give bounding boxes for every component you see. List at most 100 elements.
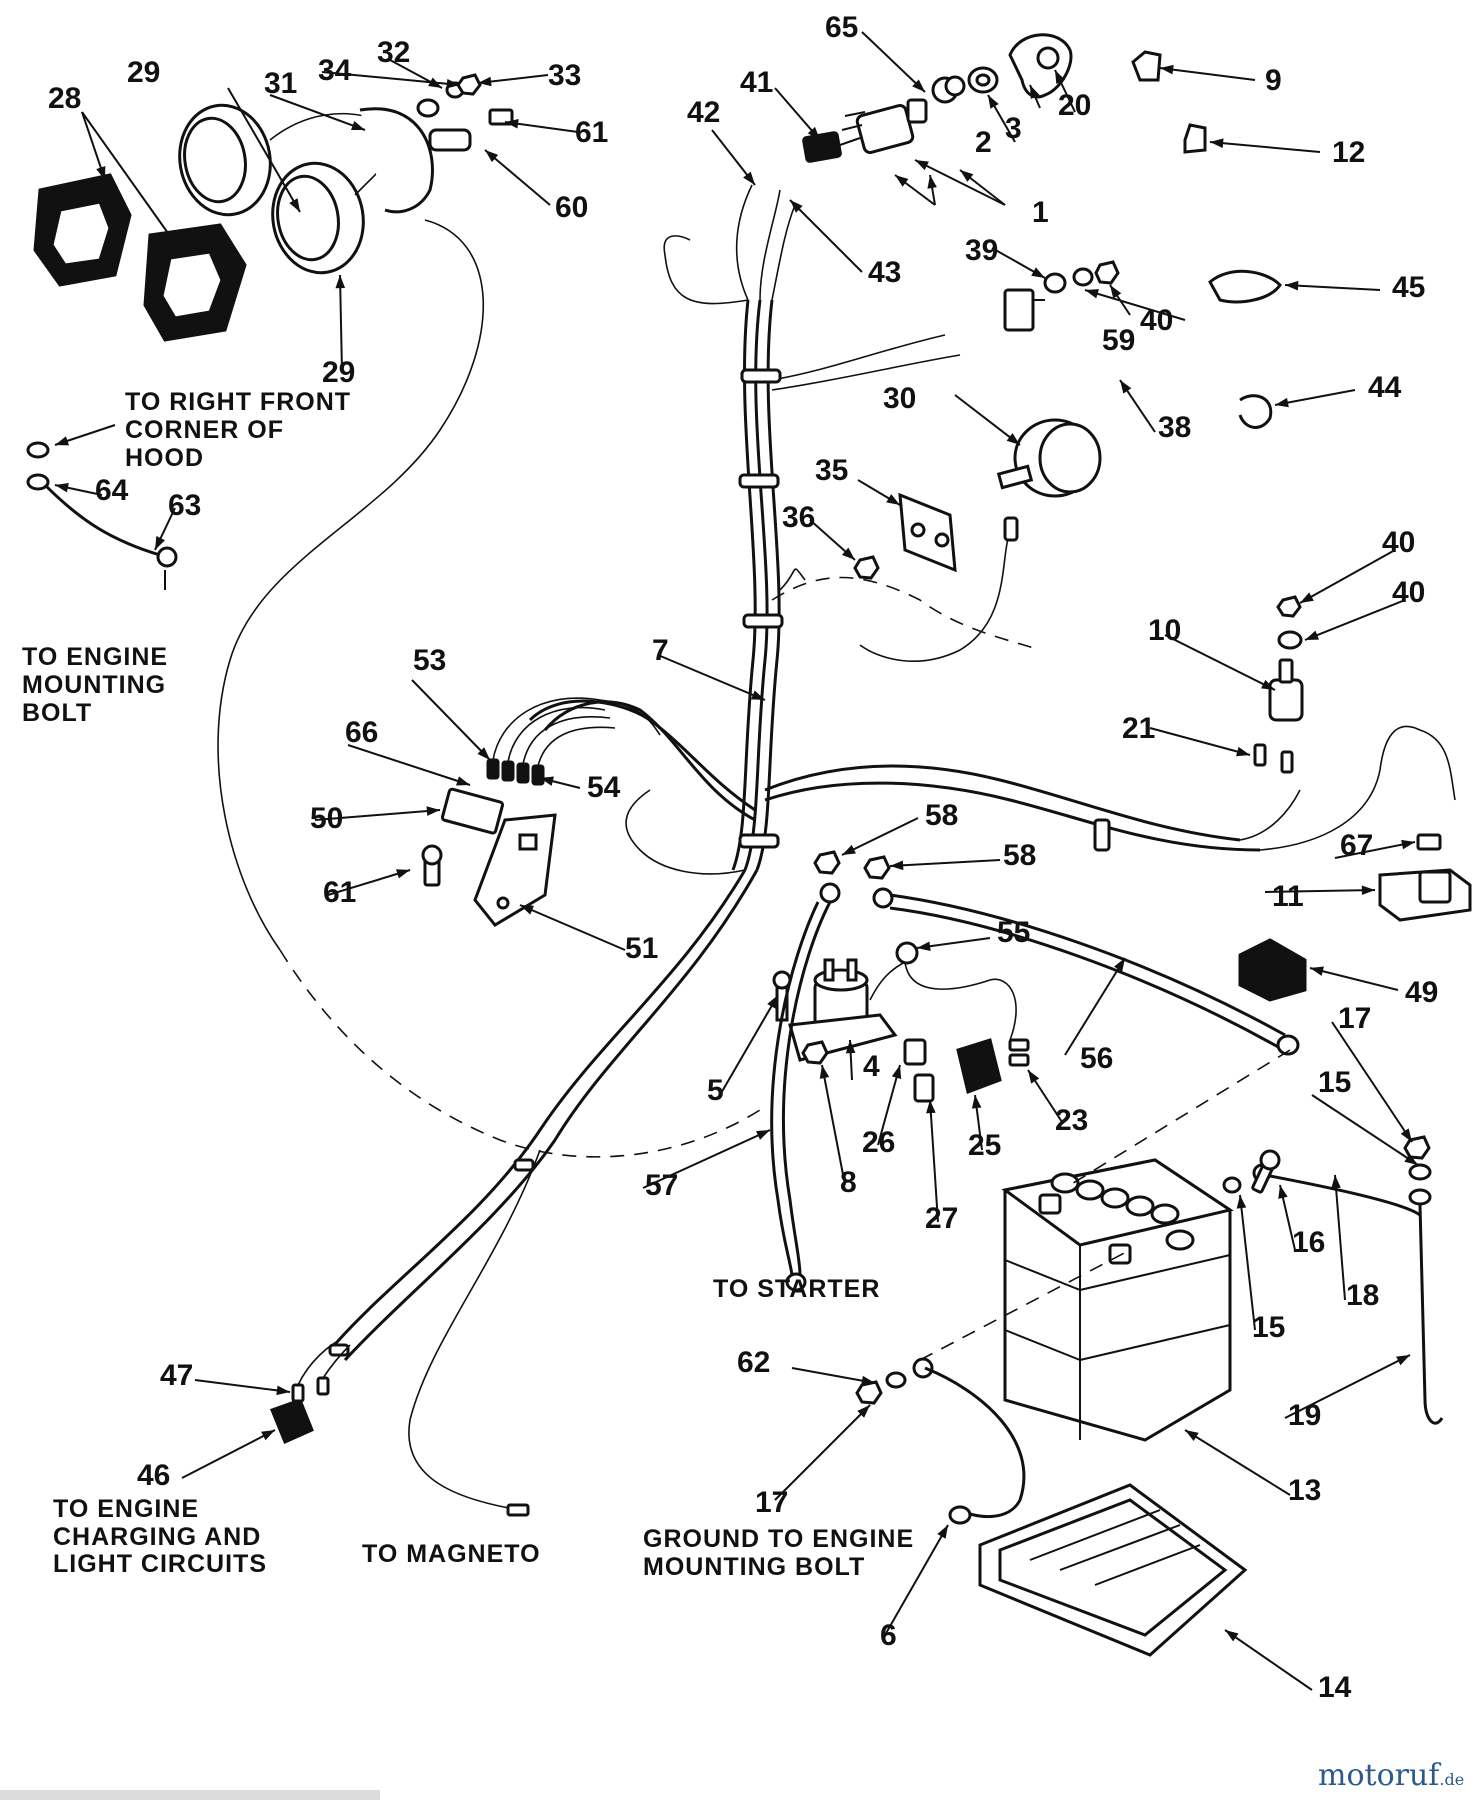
callout-4: 4: [863, 1050, 880, 1083]
callout-15a: 15: [1318, 1066, 1351, 1099]
leader-line: [1334, 1174, 1346, 1301]
leader-arrowhead: [937, 1525, 948, 1539]
callout-20: 20: [1058, 89, 1091, 122]
callout-32: 32: [377, 36, 410, 69]
callout-58b: 58: [1003, 839, 1036, 872]
engine-connector: [270, 1339, 530, 1517]
callout-63: 63: [168, 489, 201, 522]
leader-arrowhead: [1120, 380, 1132, 394]
callout-56: 56: [1080, 1042, 1113, 1075]
leader-arrowhead: [478, 76, 492, 87]
callout-6: 6: [880, 1619, 897, 1652]
wiring-harness: [217, 184, 1456, 1511]
leader-arrowhead: [1261, 679, 1275, 690]
callout-47: 47: [160, 1359, 193, 1392]
note-charging-3: LIGHT CIRCUITS: [53, 1550, 267, 1578]
leader-arrowhead: [917, 941, 931, 951]
leader-line: [719, 994, 779, 1096]
connector-bracket: [421, 697, 661, 927]
leader-line: [1184, 1429, 1291, 1496]
leader-arrowhead: [1285, 280, 1299, 291]
leader-line: [1264, 889, 1376, 893]
gauge-assembly: [853, 418, 1102, 662]
callout-19: 19: [1288, 1399, 1321, 1432]
leader-arrowhead: [289, 198, 300, 212]
leader-arrowhead: [819, 1065, 830, 1079]
callout-13: 13: [1288, 1474, 1321, 1507]
leader-line: [1209, 141, 1321, 153]
callout-64: 64: [95, 474, 129, 507]
leader-line: [791, 1367, 876, 1384]
leader-line: [657, 654, 766, 701]
leader-line: [314, 809, 441, 821]
leader-arrowhead: [485, 150, 499, 163]
callout-50: 50: [310, 802, 343, 835]
leader-arrowhead: [446, 78, 460, 89]
leader-arrowhead: [396, 869, 410, 879]
leader-arrowhead: [886, 494, 900, 505]
callout-61a: 61: [575, 116, 608, 149]
leader-line: [321, 71, 461, 86]
small-connectors: [903, 1038, 1030, 1103]
callout-55: 55: [997, 916, 1030, 949]
leader-line: [1304, 599, 1406, 641]
leader-arrowhead: [1404, 1153, 1418, 1165]
leader-arrowhead: [1028, 1070, 1040, 1084]
leader-line: [642, 1129, 771, 1189]
leader-arrowhead: [351, 120, 365, 130]
leader-arrowhead: [926, 1100, 936, 1114]
leader-line: [327, 869, 411, 896]
callout-14: 14: [1318, 1671, 1352, 1704]
callout-53: 53: [413, 644, 446, 677]
leader-line: [929, 1099, 939, 1223]
callout-12: 12: [1332, 136, 1365, 169]
note-ground-1: GROUND TO ENGINE: [643, 1525, 914, 1553]
leader-arrowhead: [1300, 592, 1314, 603]
leader-arrowhead: [55, 483, 69, 493]
leader-arrowhead: [861, 1375, 875, 1386]
watermark: motoruf.de: [1318, 1758, 1464, 1793]
leader-line: [884, 1524, 949, 1636]
leader-arrowhead: [1275, 397, 1289, 408]
watermark-brand: motoruf: [1318, 1758, 1441, 1793]
leader-line: [1299, 549, 1396, 604]
leader-line: [1224, 1629, 1313, 1691]
leader-line: [1064, 957, 1126, 1056]
note-right-front-hood-2: CORNER OF: [125, 416, 284, 444]
leader-arrowhead: [1055, 70, 1065, 84]
leader-arrowhead: [790, 200, 803, 213]
leader-line: [1331, 1021, 1413, 1143]
callout-9: 9: [1265, 64, 1282, 97]
leader-arrowhead: [505, 119, 519, 129]
leader-arrowhead: [335, 275, 346, 289]
starter-solenoid: [770, 850, 1300, 1292]
bottom-edge-artifact: [0, 1790, 380, 1800]
leader-arrowhead: [1278, 1185, 1288, 1199]
callout-46: 46: [137, 1459, 170, 1492]
callout-39: 39: [965, 234, 998, 267]
battery-assembly: [855, 1049, 1444, 1657]
leader-arrowhead: [1310, 966, 1324, 976]
leader-line: [1309, 967, 1399, 991]
callout-17a: 17: [1338, 1002, 1371, 1035]
leader-line: [821, 1064, 846, 1186]
leader-line: [81, 111, 181, 251]
leader-arrowhead: [1361, 885, 1375, 896]
connector-plug: [1238, 833, 1472, 1002]
leader-arrowhead: [520, 905, 534, 915]
leader-arrowhead: [1031, 267, 1045, 278]
note-charging-1: TO ENGINE: [53, 1495, 199, 1523]
leader-line: [1239, 1194, 1256, 1331]
leader-arrowhead: [890, 860, 904, 871]
callout-35: 35: [815, 454, 848, 487]
callout-18: 18: [1346, 1279, 1379, 1312]
leader-arrowhead: [915, 160, 929, 171]
leader-arrowhead: [1030, 85, 1040, 99]
leader-arrowhead: [261, 1430, 275, 1441]
leader-arrowhead: [971, 1095, 982, 1109]
callout-45: 45: [1392, 271, 1425, 304]
leader-line: [1311, 1094, 1419, 1166]
leader-arrowhead: [96, 166, 106, 180]
callout-62: 62: [737, 1346, 770, 1379]
callout-60: 60: [555, 191, 588, 224]
